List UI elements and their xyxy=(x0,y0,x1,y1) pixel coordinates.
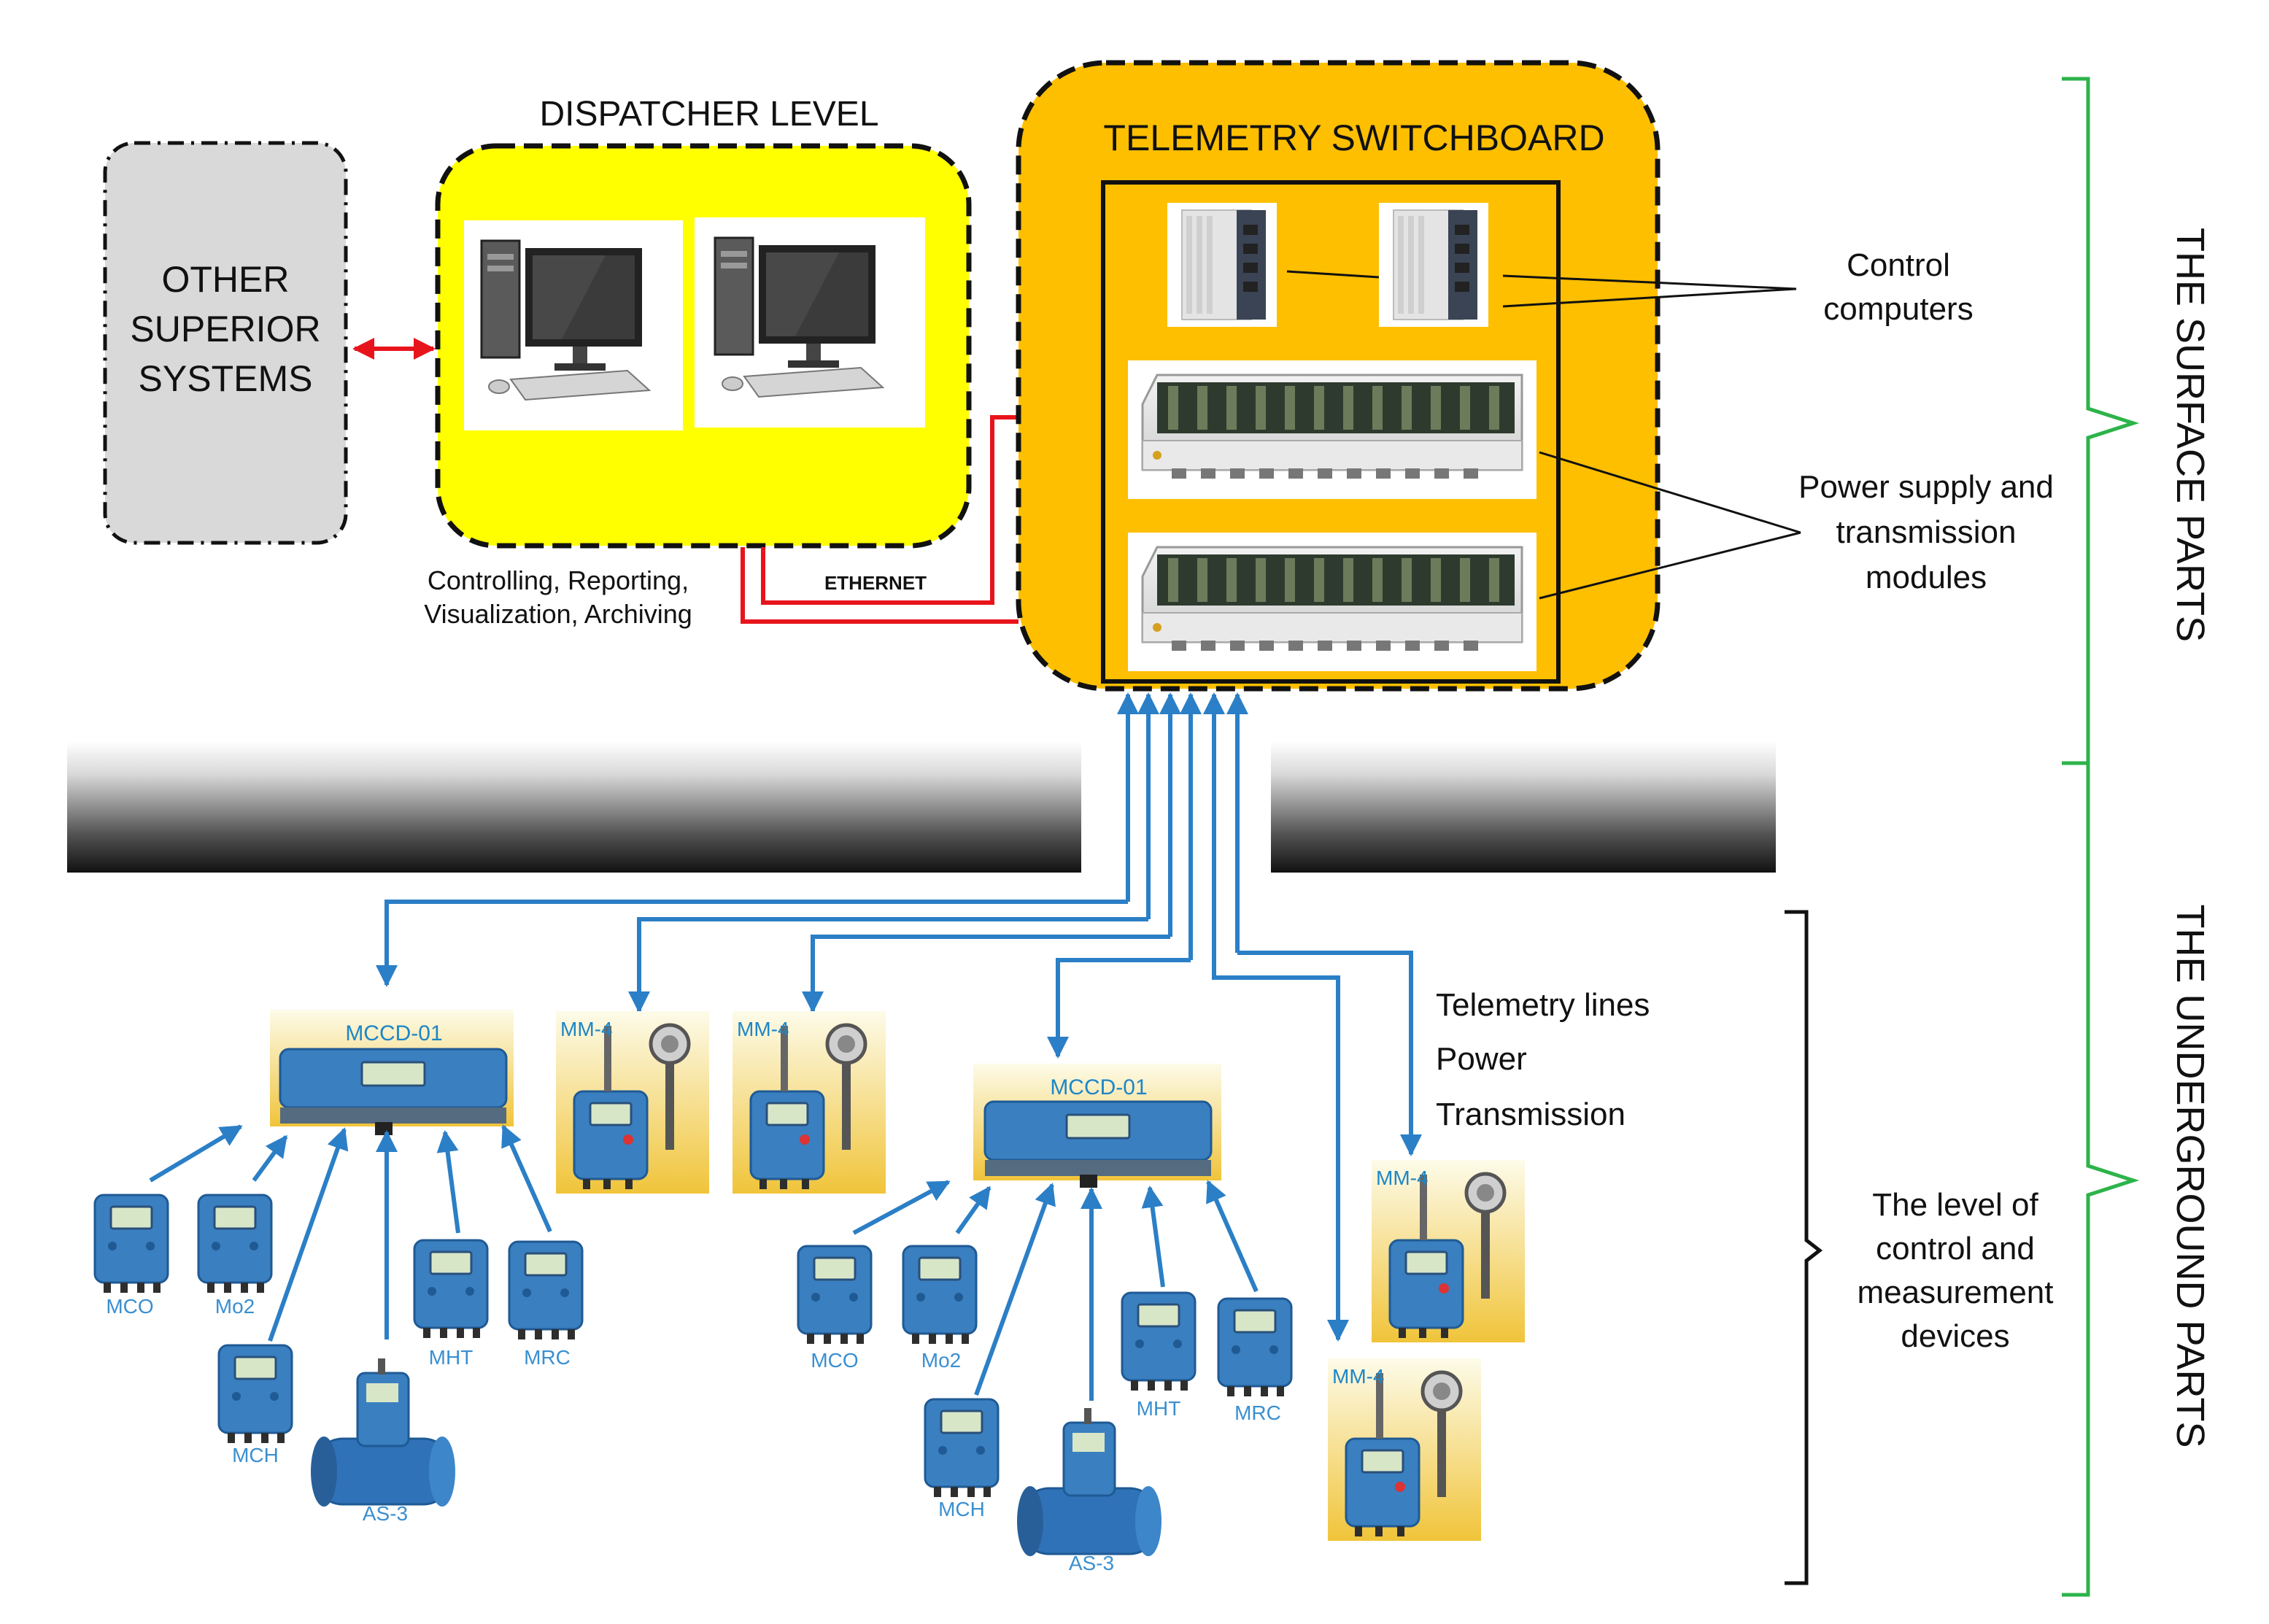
telemetry-switchboard-box: TELEMETRY SWITCHBOARD xyxy=(1016,60,1661,692)
device-mch-a xyxy=(217,1344,293,1445)
device-mco-b xyxy=(797,1245,873,1345)
device-as3-a xyxy=(309,1357,457,1508)
measurement-level-label-4: devices xyxy=(1901,1318,2009,1354)
telemetry-switchboard-title: TELEMETRY SWITCHBOARD xyxy=(1103,117,1604,158)
dispatcher-caption-line-1: Controlling, Reporting, xyxy=(428,565,689,595)
device-mo2-b-label: Mo2 xyxy=(921,1349,961,1372)
ethernet-label: ETHERNET xyxy=(824,572,927,594)
dispatcher-level-box xyxy=(435,143,972,549)
measurement-level-label-1: The level of xyxy=(1872,1187,2038,1223)
surface-parts-label: THE SURFACE PARTS xyxy=(2168,228,2212,642)
device-mo2-a xyxy=(197,1194,273,1294)
mm4-label-2: MM-4 xyxy=(737,1018,789,1040)
device-mrc-a-label: MRC xyxy=(524,1346,571,1369)
device-mrc-a xyxy=(508,1240,584,1341)
device-mht-a xyxy=(413,1239,489,1339)
power-supply-label-2: transmission xyxy=(1836,514,2017,550)
measurement-level-label-2: control and xyxy=(1876,1231,2035,1267)
ground-bar-right xyxy=(1271,741,1776,873)
green-braces xyxy=(2062,77,2140,1597)
device-mco-a xyxy=(93,1194,169,1294)
control-computer-1 xyxy=(1167,202,1277,328)
underground-parts-label: THE UNDERGROUND PARTS xyxy=(2168,904,2212,1447)
mccd-group-b: MCCD-01 MCO Mo2 MCH AS-3 MHT MRC xyxy=(797,1064,1293,1574)
measurement-level-label-3: measurement xyxy=(1857,1275,2053,1310)
device-mch-b-label: MCH xyxy=(938,1498,985,1520)
mm4-label-4: MM-4 xyxy=(1332,1365,1385,1388)
device-mht-a-label: MHT xyxy=(429,1346,473,1369)
telemetry-lines xyxy=(376,692,1422,1342)
measurement-devices-brace xyxy=(1785,910,1823,1585)
ground-bar-left xyxy=(67,741,1081,873)
other-systems-line-3: SYSTEMS xyxy=(139,358,313,399)
other-systems-line-2: SUPERIOR xyxy=(130,309,320,349)
dispatcher-caption-line-2: Visualization, Archiving xyxy=(424,599,692,629)
callout-leaders xyxy=(1502,274,1801,600)
device-as3-b-label: AS-3 xyxy=(1069,1552,1114,1574)
device-mrc-b-label: MRC xyxy=(1234,1401,1281,1424)
mm4-label-1: MM-4 xyxy=(560,1018,613,1040)
control-computers-label-2: computers xyxy=(1823,291,1973,327)
device-mch-b xyxy=(924,1398,1000,1499)
mccd-group-a: MCCD-01 MCO Mo2 MCH AS-3 MHT MRC xyxy=(93,1010,584,1525)
device-mht-b xyxy=(1121,1291,1197,1392)
power-supply-module-2 xyxy=(1126,531,1538,673)
control-computer-2 xyxy=(1378,202,1489,328)
device-mco-b-label: MCO xyxy=(811,1349,858,1372)
mccd-b-label: MCCD-01 xyxy=(1050,1075,1147,1099)
telemetry-label-1: Telemetry lines xyxy=(1436,987,1650,1023)
control-computers-link xyxy=(1286,270,1380,279)
device-mch-a-label: MCH xyxy=(232,1444,279,1466)
power-supply-label-3: modules xyxy=(1866,560,1987,595)
device-mrc-b xyxy=(1217,1297,1293,1398)
dispatcher-level-title: DISPATCHER LEVEL xyxy=(539,95,878,134)
other-systems-line-1: OTHER xyxy=(162,259,290,300)
telemetry-label-2: Power xyxy=(1436,1041,1527,1077)
device-mo2-b xyxy=(902,1245,978,1345)
power-supply-label-1: Power supply and xyxy=(1798,469,2054,505)
control-computers-label-1: Control xyxy=(1847,247,1950,283)
device-as3-a-label: AS-3 xyxy=(363,1502,408,1525)
mm4-label-3: MM-4 xyxy=(1376,1167,1429,1189)
power-supply-module-1 xyxy=(1126,359,1538,500)
ethernet-connection xyxy=(741,415,1018,624)
mccd-a-label: MCCD-01 xyxy=(345,1021,442,1045)
device-mht-b-label: MHT xyxy=(1137,1397,1181,1420)
device-mco-a-label: MCO xyxy=(106,1295,153,1318)
device-mo2-a-label: Mo2 xyxy=(215,1295,255,1318)
other-superior-systems-box: OTHER SUPERIOR SYSTEMS xyxy=(103,141,348,545)
telemetry-label-3: Transmission xyxy=(1436,1097,1626,1132)
device-as3-b xyxy=(1016,1407,1163,1558)
